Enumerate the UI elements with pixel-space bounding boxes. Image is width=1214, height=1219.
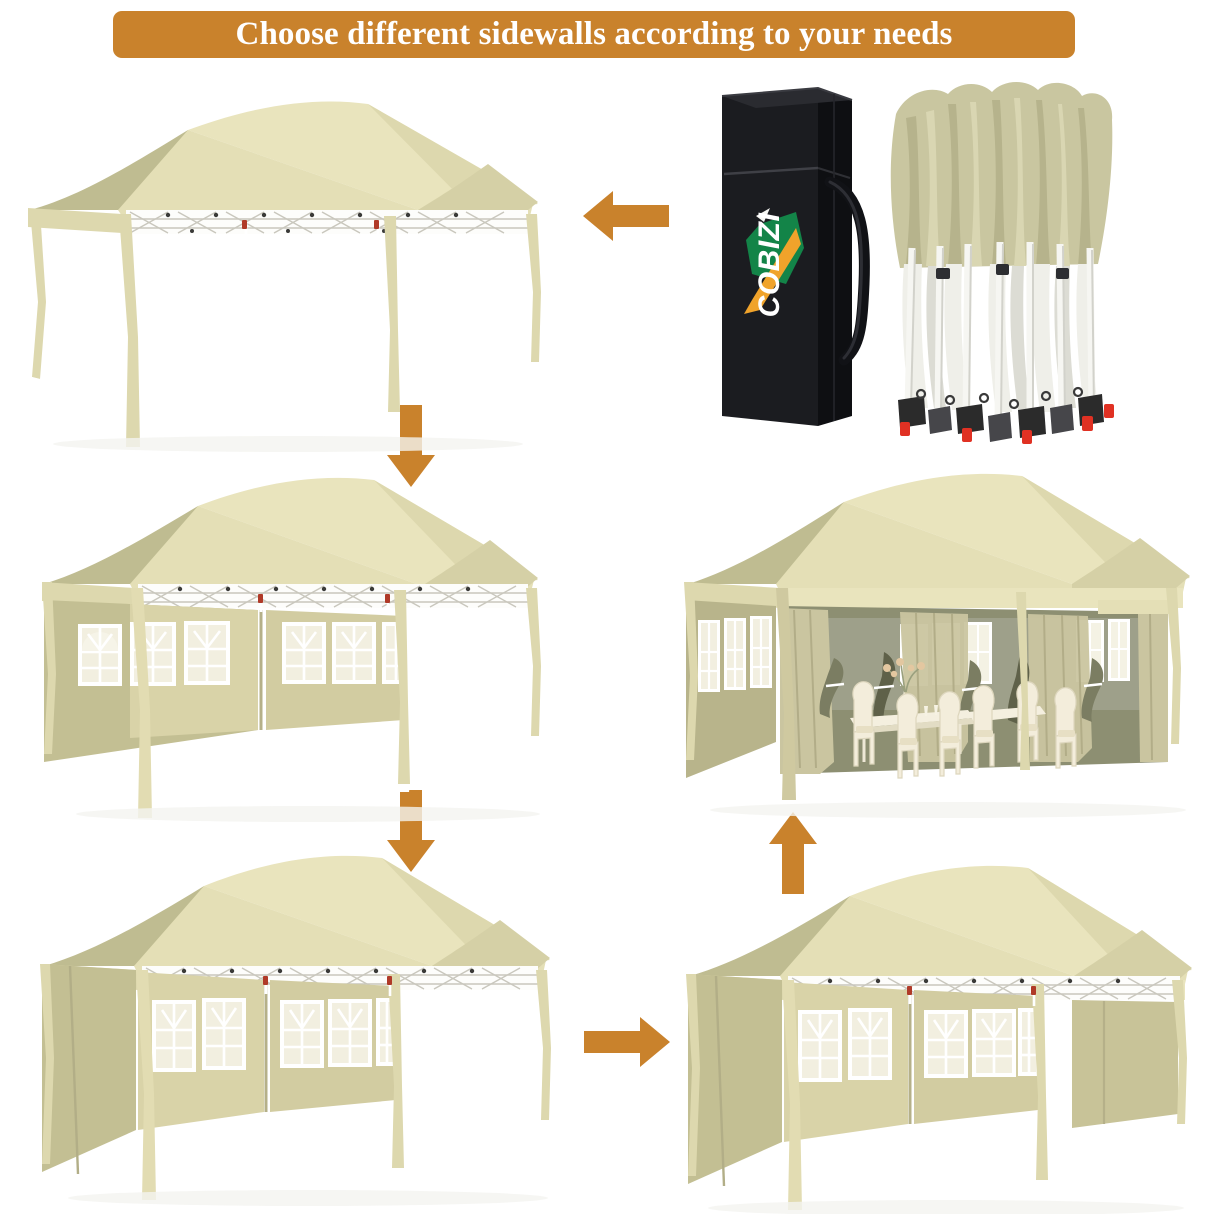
arrow-bag-to-bare-canopy (583, 190, 669, 242)
figure-canopy-no-sidewalls (18, 92, 563, 454)
header-banner: Choose different sidewalls according to … (113, 11, 1075, 58)
carry-bag: COBIZI (721, 86, 870, 426)
figure-canopy-two-window-walls (18, 462, 563, 824)
folded-frame (890, 81, 1114, 444)
arrow-four-walls-to-full (768, 812, 818, 894)
figure-canopy-three-walls (18, 842, 578, 1210)
figure-carry-bag-and-folded-frame: COBIZI (700, 78, 1130, 468)
arrow-two-to-three-walls (386, 790, 436, 872)
figure-canopy-fully-enclosed-event (668, 462, 1214, 822)
figure-canopy-four-walls (660, 852, 1214, 1217)
svg-text:COBIZI: COBIZI (753, 213, 786, 318)
page-title: Choose different sidewalls according to … (235, 16, 953, 52)
arrow-three-to-four-walls (584, 1016, 670, 1068)
